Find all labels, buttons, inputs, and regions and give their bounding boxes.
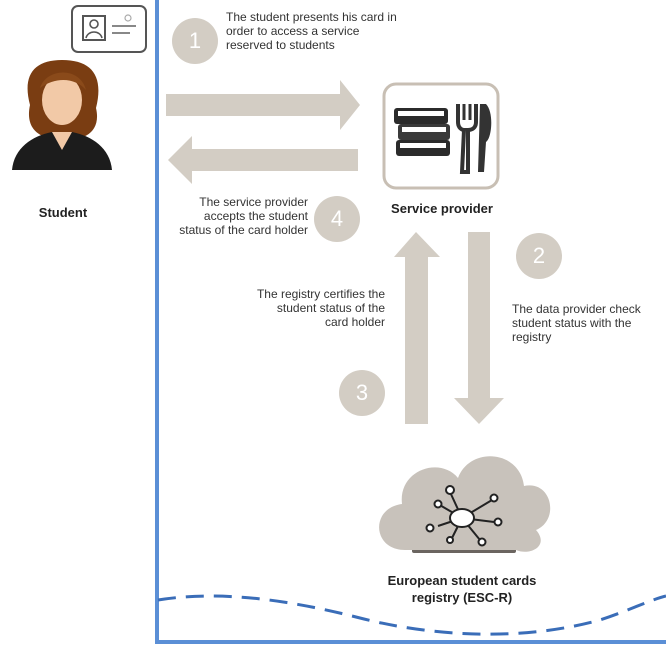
- step-1-text: The student presents his card in order t…: [226, 10, 397, 52]
- registry-label: European student cards registry (ESC-R): [387, 573, 537, 605]
- service-provider-label: Service provider: [391, 201, 493, 216]
- step-4-badge: 4: [314, 196, 360, 242]
- arrow-registry-to-provider: [394, 232, 440, 424]
- arrow-provider-to-registry: [454, 232, 504, 424]
- student-label: Student: [38, 205, 88, 220]
- dashed-wave-line: [157, 594, 666, 636]
- step-1-badge: 1: [172, 18, 218, 64]
- id-card-icon: [71, 5, 147, 53]
- network-cloud-icon: [379, 456, 551, 553]
- arrow-provider-to-student: [168, 136, 358, 184]
- step-3-text: The registry certifies the student statu…: [256, 287, 385, 329]
- step-2-text: The data provider check student status w…: [512, 302, 641, 344]
- diagram-frame: [155, 0, 666, 644]
- books-cutlery-icon: [382, 82, 500, 190]
- step-2-badge: 2: [516, 233, 562, 279]
- student-avatar-icon: [12, 60, 112, 170]
- step-4-text: The service provider accepts the student…: [179, 195, 308, 237]
- arrow-student-to-provider: [166, 80, 360, 130]
- step-3-badge: 3: [339, 370, 385, 416]
